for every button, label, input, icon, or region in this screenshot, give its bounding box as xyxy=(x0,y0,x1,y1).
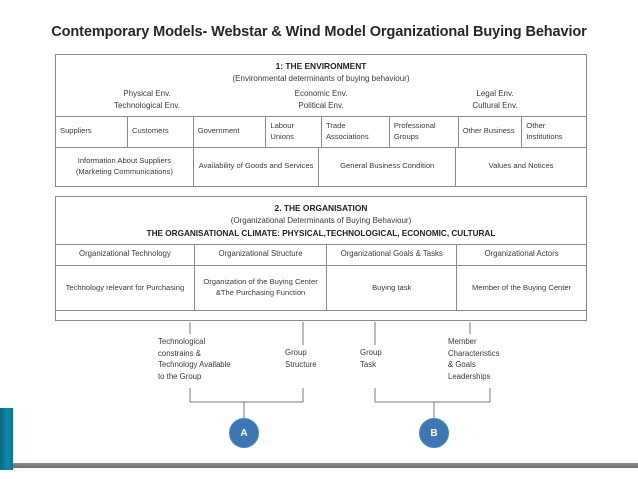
table-cell: Other Business xyxy=(457,116,522,147)
table-cell: Organization of the Buying Center &The P… xyxy=(193,265,327,310)
table-cell: Organizational Structure xyxy=(193,244,327,265)
environment-determinants-row: Physical Env. Technological Env. Economi… xyxy=(60,88,582,112)
table-cell: Customers xyxy=(127,116,193,147)
table-cell: Member of the Buying Center xyxy=(456,265,586,310)
table-cell: Suppliers xyxy=(60,126,92,136)
table-cell: Government xyxy=(192,116,266,147)
organisation-bottom-strip xyxy=(56,309,586,320)
environment-header: 1: THE ENVIRONMENT (Environmental determ… xyxy=(56,55,586,117)
annotation-technological-constraints: Technological constrains & Technology Av… xyxy=(158,337,231,382)
env-label: Physical Env. xyxy=(123,88,171,98)
env-label: Cultural Env. xyxy=(472,100,518,110)
environment-subheading: (Environmental determinants of buying be… xyxy=(232,73,410,83)
annotation-group-structure: Group Structure xyxy=(285,348,317,369)
organisation-model-box: 2. THE ORGANISATION (Organizational Dete… xyxy=(55,196,587,321)
env-label: Political Env. xyxy=(298,100,344,110)
env-label: Economic Env. xyxy=(294,88,348,98)
table-cell: Professional Groups xyxy=(388,116,458,147)
table-cell: Availability of Goods and Services xyxy=(192,147,319,186)
env-label: Legal Env. xyxy=(476,88,514,98)
env-column-economic: Economic Env. Political Env. xyxy=(234,88,408,112)
node-circle-b: B xyxy=(419,418,449,448)
organisation-headings-row: Organizational Technology Organizational… xyxy=(56,244,586,265)
footer-rule-decoration xyxy=(13,463,638,468)
table-cell: Organizational Goals & Tasks xyxy=(326,244,456,265)
organisation-details-row: Technology relevant for Purchasing Organ… xyxy=(56,264,586,310)
env-column-legal: Legal Env. Cultural Env. xyxy=(408,88,582,112)
annotation-member-characteristics: Member Characteristics & Goals Leadershi… xyxy=(448,337,500,382)
table-cell: Information About Suppliers (Marketing C… xyxy=(75,156,173,176)
table-cell: Technology relevant for Purchasing xyxy=(65,282,185,292)
table-cell: Buying task xyxy=(326,265,456,310)
table-cell: Organizational Actors xyxy=(456,244,586,265)
page-title: Contemporary Models- Webstar & Wind Mode… xyxy=(51,24,587,40)
table-cell: Labour Unions xyxy=(265,116,321,147)
accent-bar-decoration xyxy=(0,408,13,470)
table-cell: General Business Condition xyxy=(318,147,455,186)
organisational-climate-line: THE ORGANISATIONAL CLIMATE: PHYSICAL,TEC… xyxy=(146,228,496,238)
table-cell: Other Institutions xyxy=(521,116,586,147)
organisation-heading: 2. THE ORGANISATION xyxy=(274,203,368,213)
annotation-group-task: Group Task xyxy=(360,348,382,369)
environment-heading: 1: THE ENVIRONMENT xyxy=(275,61,367,71)
environment-flows-row: Information About Suppliers (Marketing C… xyxy=(56,146,586,186)
table-cell: Trade Associations xyxy=(320,116,389,147)
node-circle-a: A xyxy=(229,418,259,448)
env-column-physical: Physical Env. Technological Env. xyxy=(60,88,234,112)
organisation-subheading: (Organizational Determinants of Buying B… xyxy=(230,215,412,225)
environment-model-box: 1: THE ENVIRONMENT (Environmental determ… xyxy=(55,54,587,187)
table-cell: Values and Notices xyxy=(455,147,586,186)
env-label: Technological Env. xyxy=(113,100,181,110)
organisation-header: 2. THE ORGANISATION (Organizational Dete… xyxy=(56,197,586,245)
environment-entities-row: Suppliers Customers Government Labour Un… xyxy=(56,116,586,147)
table-cell: Organizational Technology xyxy=(79,249,171,259)
